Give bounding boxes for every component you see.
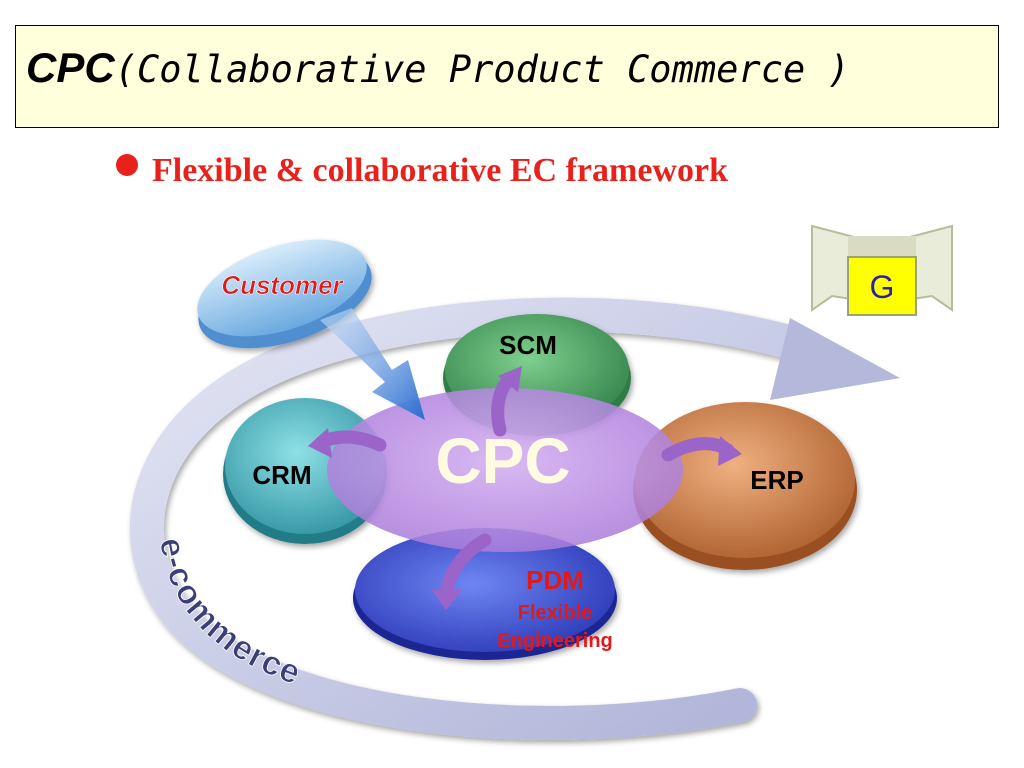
badge-letter: G xyxy=(870,269,895,305)
g-badge: G xyxy=(811,224,953,316)
pdm-sublabel-engineering: Engineering xyxy=(497,630,613,652)
title-box xyxy=(15,25,999,128)
erp-label: ERP xyxy=(750,465,803,495)
cpc-core-disc xyxy=(327,388,683,552)
badge-box xyxy=(847,256,917,316)
title-abbreviation: CPC xyxy=(26,44,115,91)
pdm-disc xyxy=(353,528,617,660)
crm-label: CRM xyxy=(252,460,311,490)
pdm-sublabel-flexible: Flexible xyxy=(518,602,592,624)
cpc-label: CPC xyxy=(435,425,570,497)
ring-arrowhead-icon xyxy=(770,318,900,400)
customer-label: Customer xyxy=(221,270,344,300)
scm-label: SCM xyxy=(499,330,557,360)
bullet-text: Flexible & collaborative EC framework xyxy=(152,152,728,189)
erp-arrowhead-icon xyxy=(718,436,742,466)
bullet-dot-icon xyxy=(116,154,138,176)
pdm-arrowhead-icon xyxy=(432,590,462,610)
crm-arrowhead-icon xyxy=(308,428,332,458)
page-title: CPC(Collaborative Product Commerce ) xyxy=(26,44,850,92)
title-full-name: (Collaborative Product Commerce ) xyxy=(114,48,850,91)
pdm-label: PDM xyxy=(526,565,584,595)
customer-to-cpc-arrow-icon xyxy=(320,308,425,420)
bullet-point: Flexible & collaborative EC framework xyxy=(116,152,728,190)
scm-arrowhead-icon xyxy=(498,366,522,392)
